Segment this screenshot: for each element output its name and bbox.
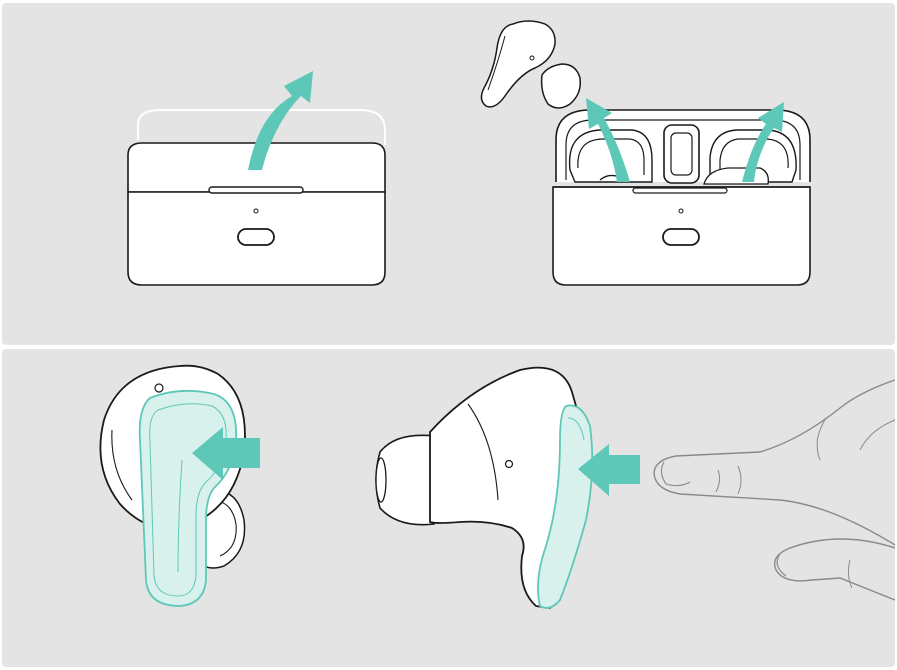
finger-icon: [654, 380, 895, 600]
closed-case-icon: [128, 110, 385, 285]
earbud-icon: [481, 21, 580, 108]
open-case-icon: [553, 110, 810, 285]
